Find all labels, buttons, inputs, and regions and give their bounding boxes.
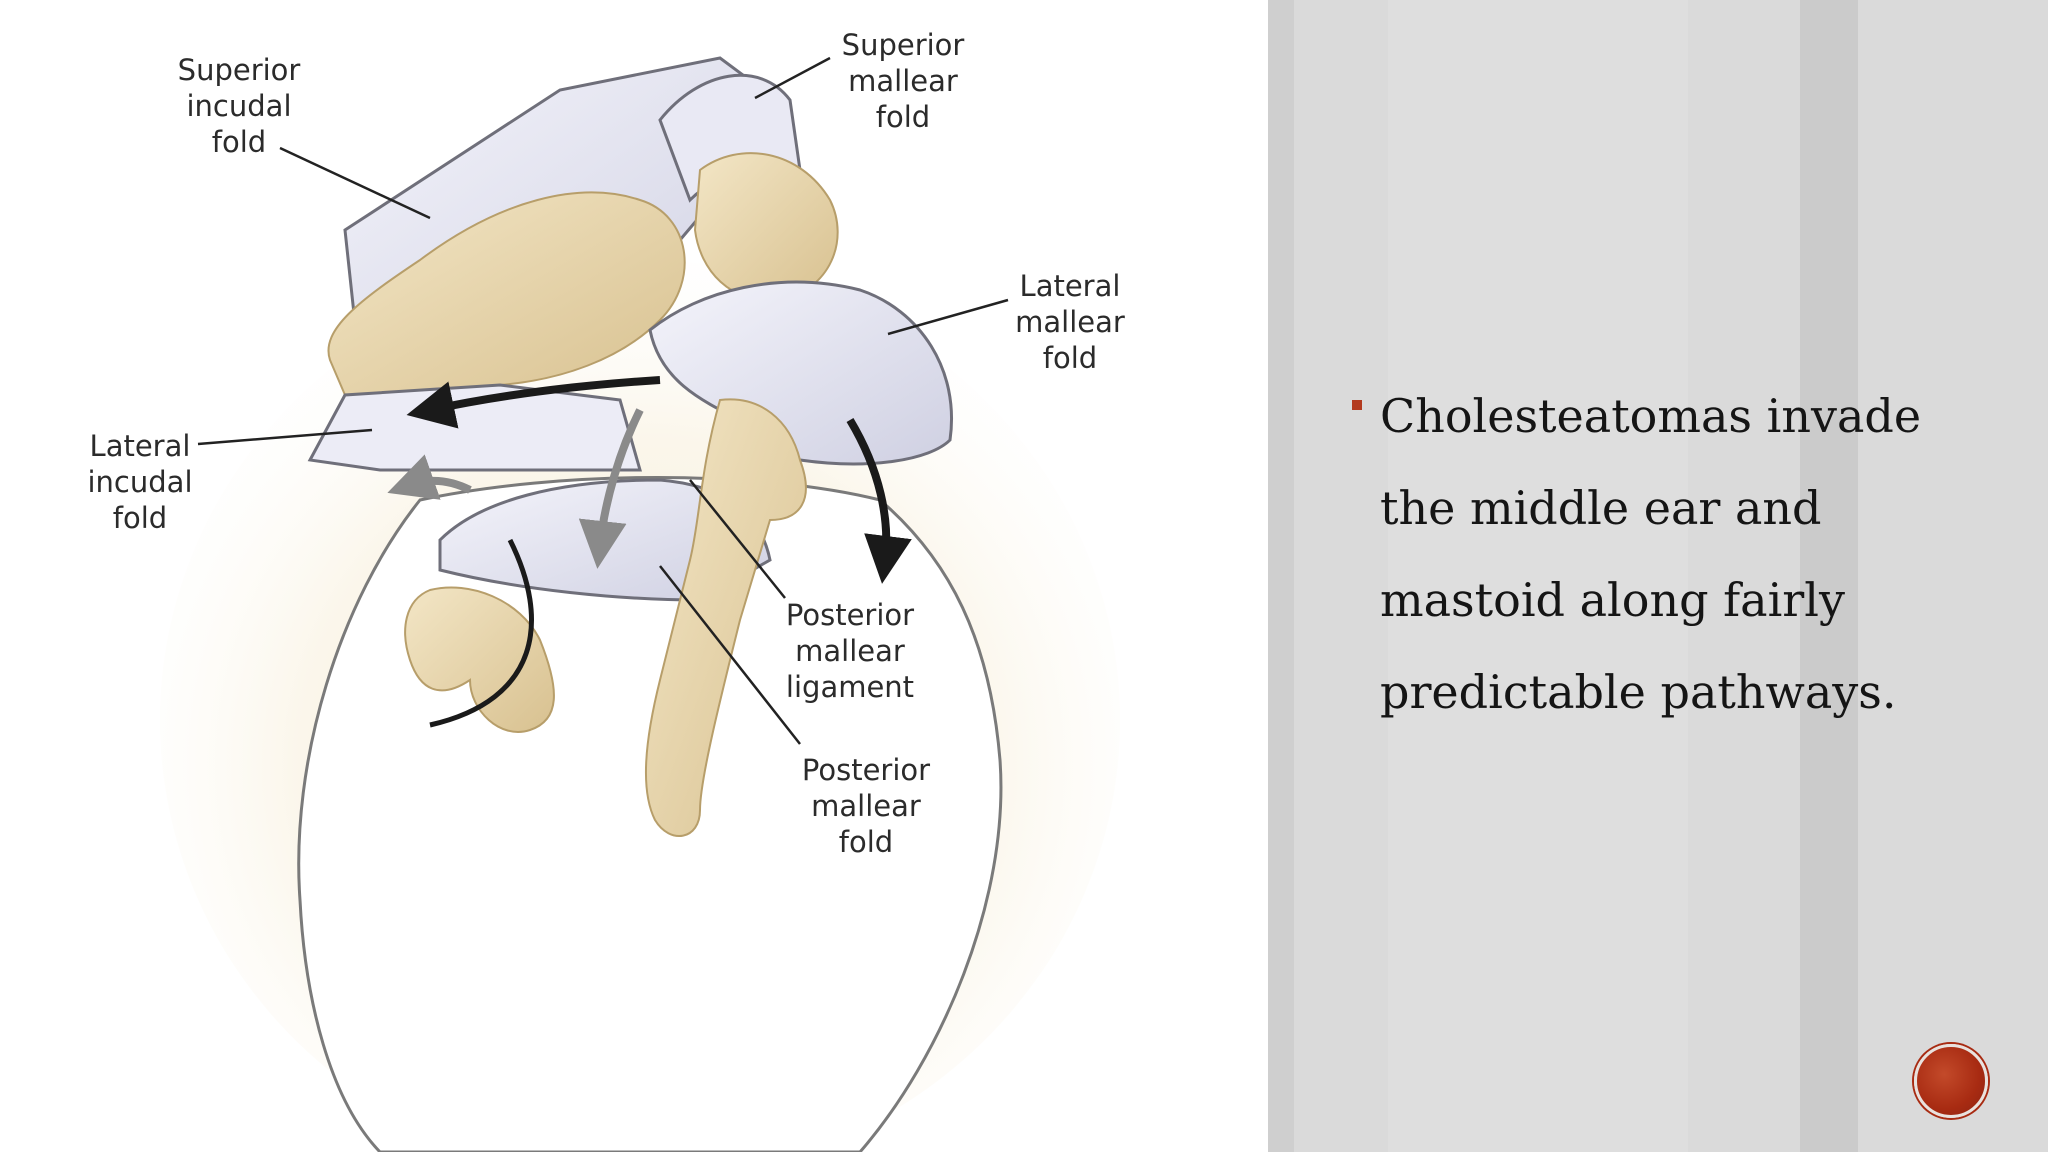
leader-superior-mallear-fold: [754, 56, 831, 100]
label-superior-mallear-fold: Superior mallear fold: [841, 28, 965, 134]
arrow-path-lateral: [406, 376, 661, 429]
label-lateral-mallear-fold: Lateral mallear fold: [1015, 269, 1125, 375]
texture-band: [1800, 0, 1858, 1152]
malleus-head: [693, 152, 839, 302]
incus-long-process: [404, 586, 555, 733]
middle-ear-diagram: [160, 56, 1120, 1152]
arrow-path-down: [846, 417, 912, 584]
bullet-marker-icon: [1352, 400, 1362, 410]
texture-band: [1268, 0, 1294, 1152]
label-lateral-incudal-fold: Lateral incudal fold: [87, 429, 193, 535]
leader-lateral-mallear-fold: [887, 298, 1009, 336]
malleus-handle: [644, 398, 807, 837]
text-panel: [1268, 0, 2048, 1152]
anatomy-figure-panel: Superior incudal fold Superior mallear f…: [87, 28, 1125, 1152]
leader-lateral-incudal-fold: [197, 428, 373, 446]
circle-button-icon[interactable]: [1914, 1044, 1988, 1118]
leader-posterior-mallear-ligament: [689, 479, 786, 599]
pathway-arc: [429, 538, 534, 728]
label-posterior-mallear-fold: Posterior mallear fold: [801, 753, 931, 859]
label-posterior-mallear-ligament: Posterior mallear ligament: [785, 598, 915, 704]
leader-superior-incudal-fold: [279, 146, 431, 220]
arrow-path-gray-left: [387, 454, 472, 500]
bullet-item: Cholesteatomas invade the middle ear and…: [1380, 389, 1922, 719]
label-superior-incudal-fold: Superior incudal fold: [177, 53, 301, 159]
leader-posterior-mallear-fold: [659, 565, 801, 745]
texture-band: [1388, 0, 1688, 1152]
arrow-path-gray-down: [578, 408, 644, 569]
